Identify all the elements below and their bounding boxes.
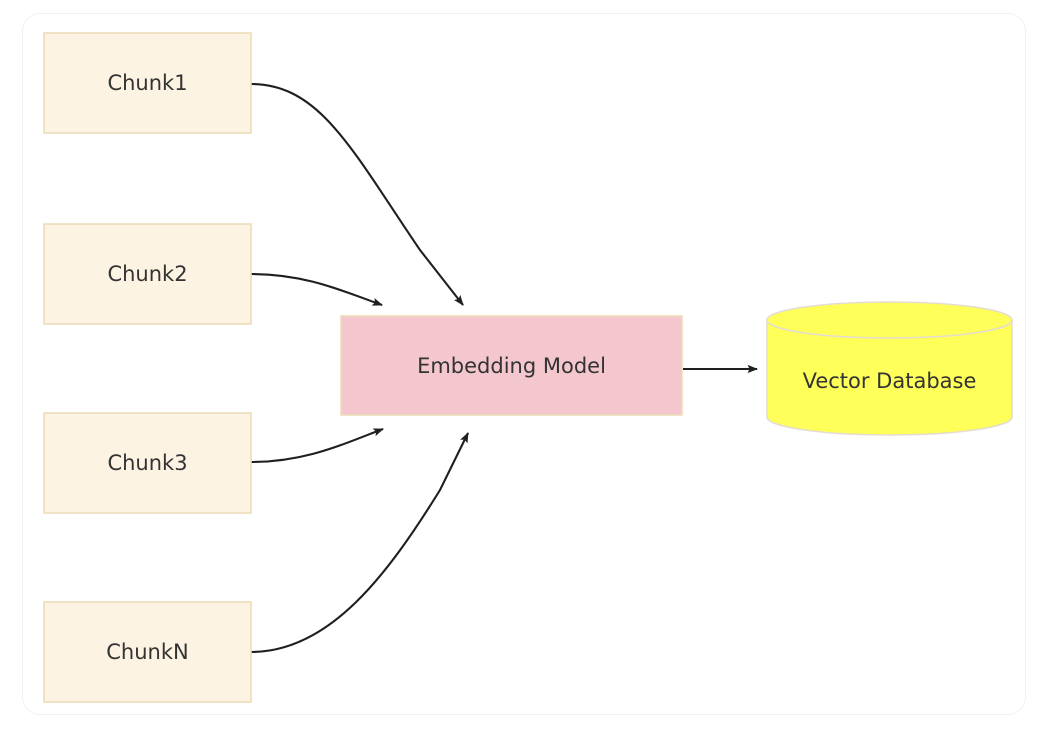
node-vector-database[interactable]: Vector Database [766,301,1013,436]
embedding-model-box[interactable] [340,315,683,416]
edge-chunk3-to-embedding-model [250,428,384,464]
node-chunk1[interactable]: Chunk1 [43,32,252,134]
chunk1-box[interactable] [43,32,252,134]
edge-chunk2-to-embedding-model [250,272,383,306]
chunk2-box[interactable] [43,223,252,325]
chunkn-label: ChunkN [106,640,188,664]
chunkn-box[interactable] [43,601,252,703]
node-chunkn[interactable]: ChunkN [43,601,252,703]
vector-database-label: Vector Database [803,369,977,393]
vector-database-cylinder-body[interactable] [766,319,1013,436]
edge-chunk1-to-embedding-model [250,82,464,306]
vector-database-cylinder-top [766,301,1013,339]
chunk3-box[interactable] [43,412,252,514]
edge-group [250,82,758,654]
node-embedding-model[interactable]: Embedding Model [340,315,683,416]
chunk2-label: Chunk2 [107,262,187,286]
chunk3-label: Chunk3 [107,451,187,475]
embedding-model-label: Embedding Model [417,354,606,378]
edge-chunkN-to-embedding-model [250,432,469,654]
node-chunk2[interactable]: Chunk2 [43,223,252,325]
chunk1-label: Chunk1 [107,71,187,95]
node-chunk3[interactable]: Chunk3 [43,412,252,514]
